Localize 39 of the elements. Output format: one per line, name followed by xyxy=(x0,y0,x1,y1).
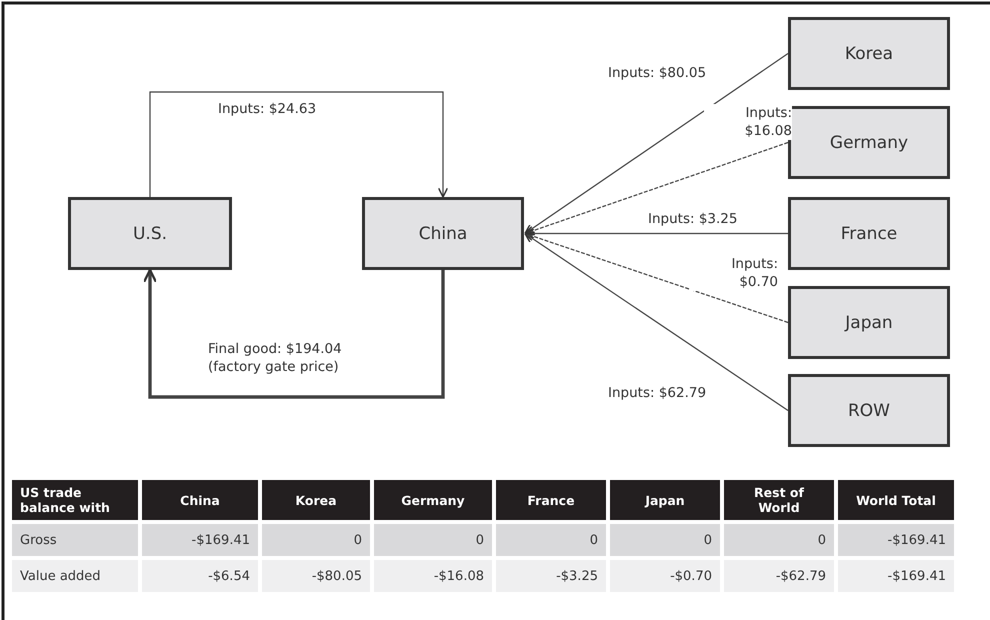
arrow xyxy=(524,232,788,411)
table-cell: -$6.54 xyxy=(142,560,258,592)
table-cell: 0 xyxy=(496,524,606,556)
table-cell: 0 xyxy=(374,524,492,556)
table-cell: -$3.25 xyxy=(496,560,606,592)
table-header-cell: World Total xyxy=(838,480,954,520)
table-cell: -$169.41 xyxy=(838,524,954,556)
table-cell: Value added xyxy=(12,560,138,592)
table-cell: 0 xyxy=(262,524,370,556)
table-header-cell: Korea xyxy=(262,480,370,520)
arrow xyxy=(524,53,788,234)
table-header-cell: Rest of World xyxy=(724,480,834,520)
table-cell: -$169.41 xyxy=(142,524,258,556)
country-box: ROW xyxy=(788,374,950,447)
table-cell: 0 xyxy=(610,524,720,556)
country-box: U.S. xyxy=(68,197,232,270)
edge-label: Inputs: $0.70 xyxy=(690,255,778,292)
arrow xyxy=(524,142,788,236)
table-header-cell: France xyxy=(496,480,606,520)
table-cell: -$16.08 xyxy=(374,560,492,592)
table-cell: -$0.70 xyxy=(610,560,720,592)
country-box: Japan xyxy=(788,286,950,359)
country-box: France xyxy=(788,197,950,270)
arrow xyxy=(524,228,788,239)
table-cell: 0 xyxy=(724,524,834,556)
table-cell: Gross xyxy=(12,524,138,556)
table-header-cell: China xyxy=(142,480,258,520)
table-header-cell: Japan xyxy=(610,480,720,520)
table-cell: -$169.41 xyxy=(838,560,954,592)
arrow xyxy=(149,91,448,198)
country-box: Korea xyxy=(788,17,950,90)
arrow xyxy=(142,268,445,399)
edge-label: Inputs: $16.08 xyxy=(704,104,792,140)
table-cell: -$62.79 xyxy=(724,560,834,592)
country-box: China xyxy=(362,197,524,270)
table-header-cell: US trade balance with xyxy=(12,480,138,520)
table-header-cell: Germany xyxy=(374,480,492,520)
arrow xyxy=(524,231,788,324)
table-cell: -$80.05 xyxy=(262,560,370,592)
